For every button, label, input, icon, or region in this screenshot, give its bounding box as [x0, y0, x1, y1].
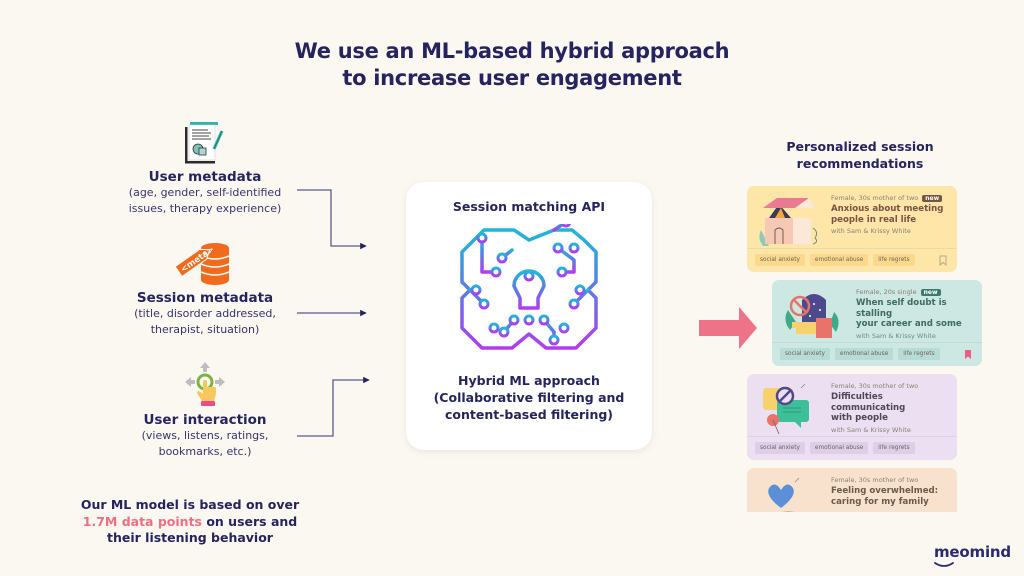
card-title-line: caring for my family: [831, 496, 929, 507]
input-label: User metadata: [148, 169, 262, 185]
tag[interactable]: emotional abuse: [834, 348, 894, 360]
card-title-line: people in real life: [831, 214, 917, 225]
footnote-line: Our ML model is based on over: [80, 497, 300, 512]
card-title: Feeling overwhelmed: caring for my famil…: [831, 486, 938, 507]
speech-bubbles-illustration-icon: [763, 383, 809, 435]
input-desc: (age, gender, self-identified issues, th…: [90, 185, 320, 217]
tag[interactable]: social anxiety: [755, 442, 805, 454]
page-title: We use an ML-based hybrid approach to in…: [0, 38, 1024, 92]
card-title-line: When self doubt is stalling: [856, 298, 947, 319]
rec-title-line: recommendations: [796, 156, 924, 171]
recommendations-title: Personalized session recommendations: [760, 138, 960, 172]
tag[interactable]: emotional abuse: [809, 254, 869, 266]
bookmark-filled-icon[interactable]: [964, 349, 972, 360]
session-card[interactable]: Female, 30s mother of two Difficulties c…: [747, 374, 957, 460]
api-description: Hybrid ML approach (Collaborative filter…: [406, 372, 652, 423]
footnote-line: their listening behavior: [107, 530, 273, 545]
tag[interactable]: social anxiety: [780, 348, 830, 360]
desc-line: (title, disorder addressed,: [134, 307, 276, 320]
api-desc-line: Hybrid ML approach: [458, 373, 600, 388]
card-title: When self doubt is stalling your career …: [856, 298, 974, 330]
footnote-line: 1.7M data points on users and: [60, 514, 320, 531]
session-matching-api-card: Session matching API: [406, 182, 652, 450]
card-title-line: your career and some: [856, 319, 962, 329]
card-title: Anxious about meeting people in real lif…: [831, 204, 943, 225]
bookmark-icon[interactable]: [939, 255, 947, 266]
input-user-metadata: User metadata (age, gender, self-identif…: [90, 117, 320, 217]
document-edit-icon: [185, 122, 224, 164]
rec-title-line: Personalized session: [786, 139, 934, 154]
arrow-user-metadata: [297, 189, 367, 250]
data-points-note: Our ML model is based on over 1.7M data …: [60, 497, 320, 547]
output-arrow-icon: [699, 307, 757, 349]
highlight-data-points: 1.7M data points: [82, 513, 202, 529]
tag[interactable]: life regrets: [898, 348, 940, 360]
title-line-2: to increase user engagement: [342, 66, 682, 90]
tombstone-illustration-icon: [785, 294, 839, 338]
api-desc-line: content-based filtering): [444, 407, 614, 422]
tag[interactable]: life regrets: [873, 442, 915, 454]
meomind-logo: meomind: [934, 543, 1011, 561]
new-badge: new: [920, 288, 941, 296]
card-therapist: with Sam & Krissy White: [856, 331, 936, 340]
card-title-line: Difficulties communicating: [831, 392, 906, 413]
input-label: User interaction: [143, 412, 267, 428]
input-label: Session metadata: [136, 290, 274, 306]
api-title: Session matching API: [452, 199, 606, 214]
meta-tag-database-icon: <meta>: [174, 243, 230, 285]
card-title-line: Feeling overwhelmed:: [831, 486, 939, 496]
input-user-interaction: User interaction (views, listens, rating…: [90, 360, 320, 460]
tag[interactable]: social anxiety: [755, 254, 805, 266]
desc-line: therapist, situation): [150, 323, 260, 336]
card-title-line: with people: [831, 413, 888, 423]
heart-hand-illustration-icon: [768, 477, 800, 512]
footnote-rest: on users and: [201, 513, 298, 529]
arrow-user-interaction: [297, 376, 370, 437]
title-line-1: We use an ML-based hybrid approach: [294, 39, 730, 63]
card-title: Difficulties communicating with people: [831, 392, 949, 424]
tag[interactable]: emotional abuse: [809, 442, 869, 454]
desc-line: issues, therapy experience): [128, 202, 282, 215]
input-desc: (views, listens, ratings, bookmarks, etc…: [90, 428, 320, 460]
tag[interactable]: life regrets: [873, 254, 915, 266]
desc-line: (views, listens, ratings,: [141, 429, 269, 442]
desc-line: (age, gender, self-identified: [128, 186, 282, 199]
api-desc-line: (Collaborative filtering and: [433, 390, 625, 405]
tap-gesture-icon: [185, 362, 225, 406]
input-desc: (title, disorder addressed, therapist, s…: [90, 306, 320, 338]
card-meta: Female, 20s single: [856, 288, 917, 296]
desc-line: bookmarks, etc.): [158, 445, 252, 458]
card-meta: Female, 30s mother of two: [831, 476, 919, 484]
card-meta: Female, 30s mother of two: [831, 382, 919, 390]
card-title-line: Anxious about meeting: [831, 204, 944, 214]
logo-smile-icon: [934, 562, 954, 567]
session-card[interactable]: Female, 30s mother of two Feeling overwh…: [747, 468, 957, 512]
new-badge: new: [922, 194, 943, 202]
ai-brain-circuit-icon: [460, 224, 598, 350]
input-session-metadata: <meta> Session metadata (title, disorder…: [90, 236, 320, 338]
card-therapist: with Sam & Krissy White: [831, 227, 911, 235]
card-therapist: with Sam & Krissy White: [831, 425, 911, 434]
house-illustration-icon: [759, 198, 818, 246]
card-meta: Female, 30s mother of two: [831, 194, 919, 202]
